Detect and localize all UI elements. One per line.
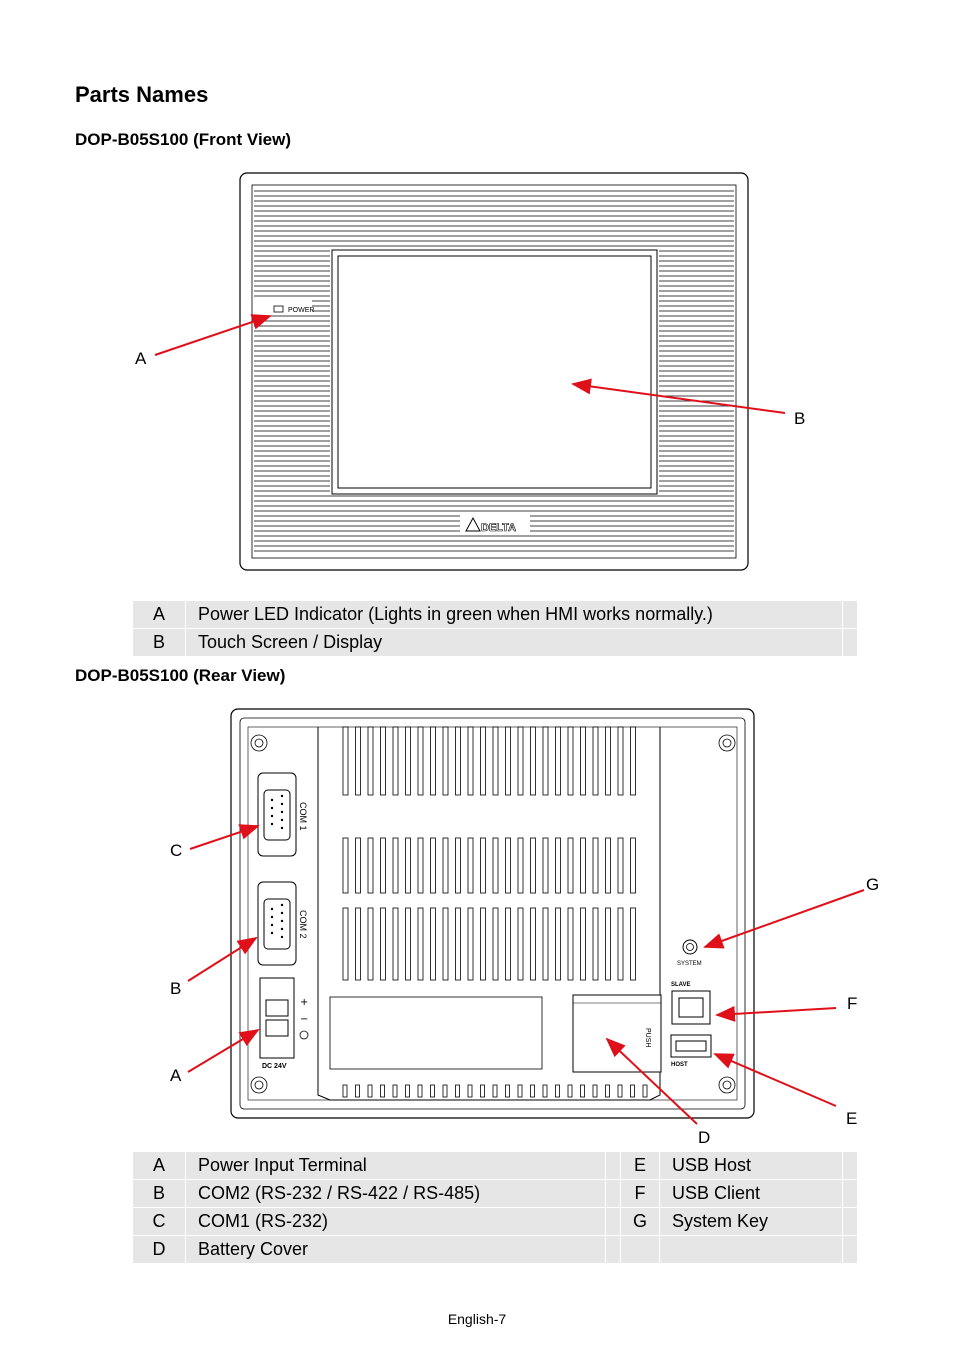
power-led-label: POWER (288, 307, 314, 314)
system-label: SYSTEM (677, 961, 702, 967)
part-letter (621, 1236, 660, 1264)
part-letter: B (133, 629, 186, 657)
rear-callout-c: C (170, 841, 183, 860)
part-description: Power Input Terminal (186, 1152, 606, 1180)
part-letter: A (133, 601, 186, 629)
part-description: Touch Screen / Display (186, 629, 843, 657)
delta-logo-text: DELTA (481, 522, 516, 534)
screw-holes (250, 734, 736, 1094)
part-description (660, 1236, 843, 1264)
callout-arrow-b (187, 936, 258, 982)
rear-vents (342, 726, 648, 1098)
callout-arrow-f (715, 1005, 837, 1022)
power-led (273, 305, 284, 313)
part-description: USB Client (660, 1180, 843, 1208)
callout-arrow-a (154, 314, 272, 356)
rear-callout-f: F (847, 994, 858, 1013)
part-letter: C (133, 1208, 186, 1236)
front-callout-a: A (135, 349, 147, 368)
ground-icon (299, 1030, 309, 1040)
table-row: B Touch Screen / Display (133, 629, 858, 657)
part-description: Power LED Indicator (Lights in green whe… (186, 601, 843, 629)
com1-label: COM 1 (298, 802, 308, 831)
com1-pins (270, 794, 284, 830)
slave-label: SLAVE (671, 982, 691, 988)
part-letter: A (133, 1152, 186, 1180)
part-letter: E (621, 1152, 660, 1180)
rear-parts-table: A Power Input Terminal E USB Host B COM2… (133, 1152, 858, 1264)
callout-arrow-e (713, 1053, 837, 1107)
table-row: D Battery Cover (133, 1236, 858, 1264)
callout-arrow-b (571, 378, 786, 414)
part-description: COM2 (RS-232 / RS-422 / RS-485) (186, 1180, 606, 1208)
part-letter: F (621, 1180, 660, 1208)
plus-sign: + (300, 997, 308, 1008)
rear-callout-a: A (170, 1066, 182, 1085)
minus-sign: − (300, 1014, 308, 1025)
com2-pins (270, 903, 284, 939)
battery-label: PUSH (644, 1028, 651, 1047)
front-bezel-lines (254, 190, 734, 552)
front-callout-b: B (794, 409, 806, 428)
dc-label: DC 24V (262, 1063, 287, 1070)
rear-callout-b: B (170, 979, 182, 998)
com2-label: COM 2 (298, 910, 308, 939)
part-description: COM1 (RS-232) (186, 1208, 606, 1236)
front-parts-table: A Power LED Indicator (Lights in green w… (133, 601, 858, 657)
front-view-heading: DOP-B05S100 (Front View) (75, 130, 292, 149)
part-letter: G (621, 1208, 660, 1236)
callout-arrow-d (605, 1037, 698, 1125)
page-footer: English-7 (447, 1311, 507, 1327)
host-label: HOST (671, 1062, 688, 1068)
table-row: B COM2 (RS-232 / RS-422 / RS-485) F USB … (133, 1180, 858, 1208)
delta-logo-icon (465, 516, 481, 532)
rear-callout-g: G (866, 875, 880, 894)
part-letter: D (133, 1236, 186, 1264)
table-row: C COM1 (RS-232) G System Key (133, 1208, 858, 1236)
callout-arrow-c (189, 824, 260, 850)
rear-callout-e: E (846, 1109, 858, 1128)
part-description: System Key (660, 1208, 843, 1236)
callout-arrow-g (703, 889, 865, 949)
table-row: A Power LED Indicator (Lights in green w… (133, 601, 858, 629)
callout-arrow-a (187, 1028, 260, 1073)
page-title: Parts Names (75, 82, 209, 107)
part-letter: B (133, 1180, 186, 1208)
table-row: A Power Input Terminal E USB Host (133, 1152, 858, 1180)
part-description: Battery Cover (186, 1236, 606, 1264)
part-description: USB Host (660, 1152, 843, 1180)
rear-callout-d: D (698, 1128, 711, 1147)
rear-view-heading: DOP-B05S100 (Rear View) (75, 666, 286, 685)
